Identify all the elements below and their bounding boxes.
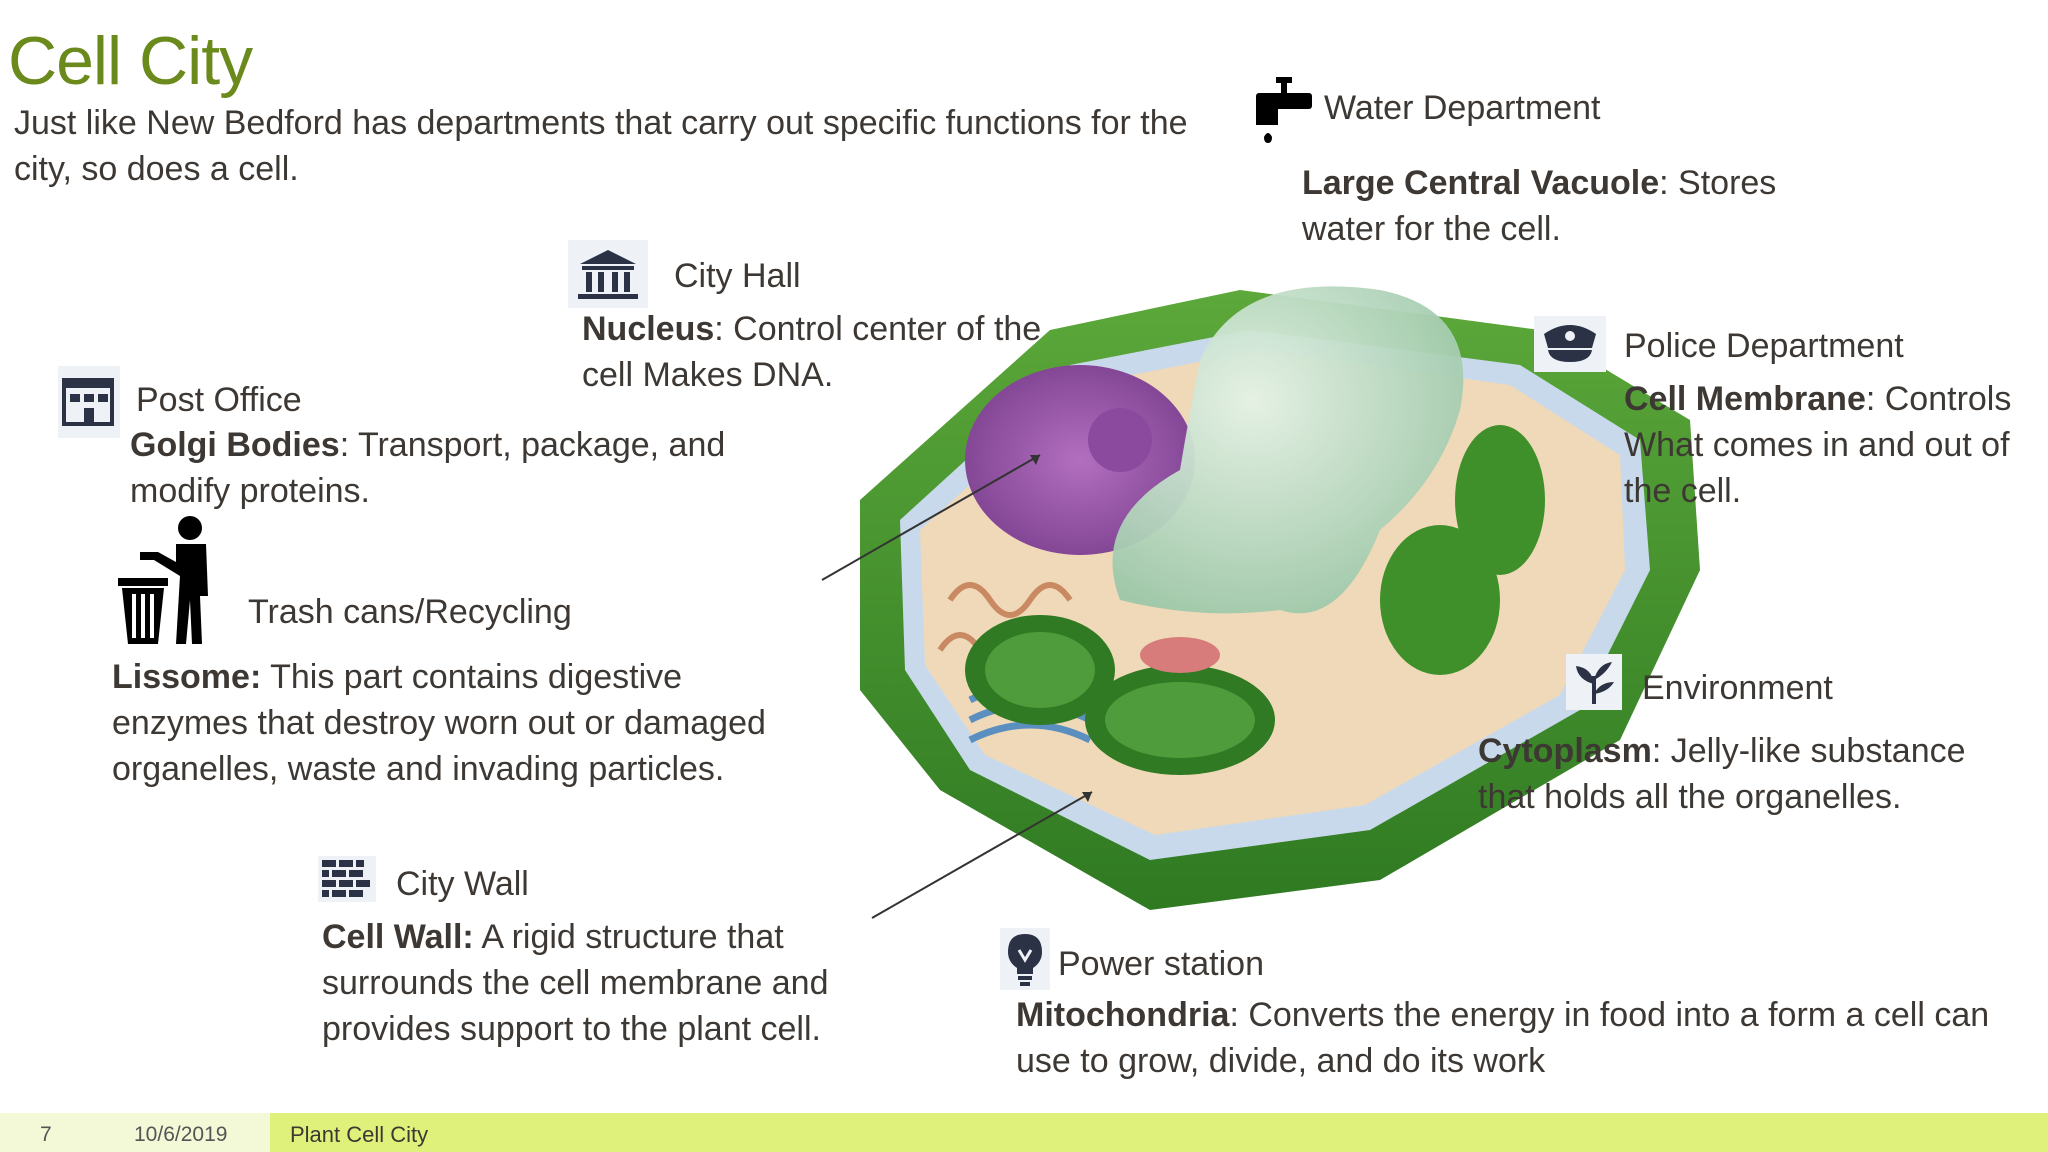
brick-wall-icon: [318, 856, 376, 902]
plant-cell-illustration: [860, 286, 1700, 910]
water-description: Large Central Vacuole: Stores water for …: [1302, 160, 1822, 252]
city-hall-term: Nucleus: [582, 310, 715, 348]
water-text: : Stores water for the cell.: [1302, 164, 1777, 248]
water-term: Large Central Vacuole: [1302, 164, 1660, 202]
city-wall-heading: City Wall: [396, 865, 529, 903]
power-heading: Power station: [1058, 945, 1264, 983]
trash-term: Lissome:: [112, 658, 262, 696]
city-hall-text: : Control center of the cell Makes DNA.: [582, 310, 1042, 394]
vacuole-shape: [1112, 286, 1464, 614]
slide-title: Cell City: [8, 23, 253, 99]
trash-heading: Trash cans/Recycling: [248, 593, 572, 631]
city-wall-description: Cell Wall: A rigid structure that surrou…: [322, 914, 882, 1052]
post-office-description: Golgi Bodies: Transport, package, and mo…: [130, 422, 790, 514]
footer-title: Plant Cell City: [290, 1122, 429, 1147]
police-term: Cell Membrane: [1624, 380, 1866, 418]
city-hall-icon: [568, 240, 648, 308]
slide-footer: 7 10/6/2019 Plant Cell City: [0, 1113, 2048, 1152]
power-term: Mitochondria: [1016, 996, 1230, 1034]
environment-text: : Jelly-like substance that holds all th…: [1478, 732, 1966, 816]
post-office-text: : Transport, package, and modify protein…: [130, 426, 726, 510]
city-hall-heading: City Hall: [674, 257, 801, 295]
water-heading: Water Department: [1324, 89, 1601, 127]
environment-term: Cytoplasm: [1478, 732, 1652, 770]
police-description: Cell Membrane: Controls What comes in an…: [1624, 376, 2014, 514]
post-office-term: Golgi Bodies: [130, 426, 340, 464]
intro-text: Just like New Bedford has departments th…: [14, 104, 1188, 188]
post-office-icon: [58, 366, 120, 438]
city-hall-description: Nucleus: Control center of the cell Make…: [582, 306, 1082, 398]
environment-description: Cytoplasm: Jelly-like substance that hol…: [1478, 728, 2018, 820]
post-office-heading: Post Office: [136, 381, 302, 419]
power-description: Mitochondria: Converts the energy in foo…: [1016, 992, 2016, 1084]
trash-text: This part contains digestive enzymes tha…: [112, 658, 766, 788]
page-number: 7: [40, 1123, 52, 1146]
environment-heading: Environment: [1642, 669, 1833, 707]
footer-left-bar: [0, 1113, 270, 1152]
city-wall-text: A rigid structure that surrounds the cel…: [322, 918, 829, 1048]
police-cap-icon: [1534, 316, 1606, 372]
faucet-icon: [1252, 75, 1316, 155]
city-wall-term: Cell Wall:: [322, 918, 474, 956]
power-text: : Converts the energy in food into a for…: [1016, 996, 1990, 1080]
police-text: : Controls What comes in and out of the …: [1624, 380, 2012, 510]
trash-person-icon: [114, 516, 222, 648]
lightbulb-icon: [1000, 928, 1050, 990]
trash-description: Lissome: This part contains digestive en…: [112, 654, 822, 792]
plant-icon: [1566, 654, 1622, 710]
police-heading: Police Department: [1624, 327, 1904, 365]
footer-date: 10/6/2019: [134, 1123, 228, 1146]
footer-bar: [270, 1113, 2048, 1152]
